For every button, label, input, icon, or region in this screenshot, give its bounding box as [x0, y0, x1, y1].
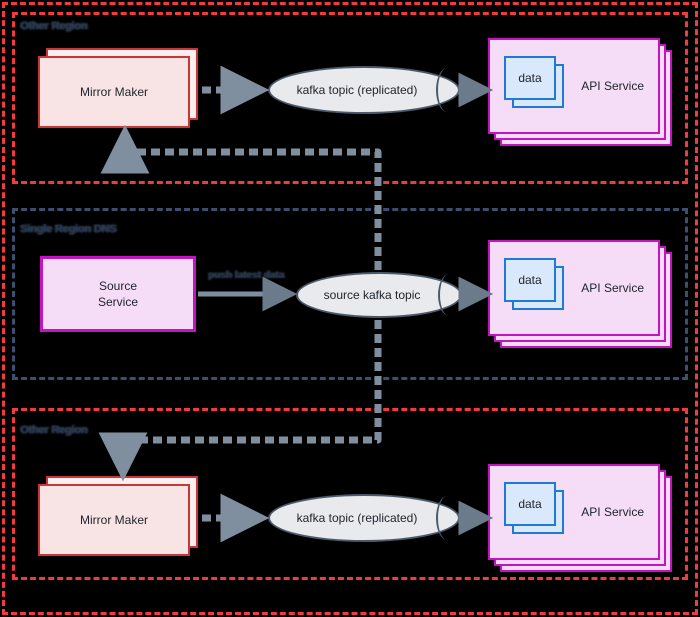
data-box-middle-front: data	[504, 258, 556, 302]
api-service-middle-front: data API Service	[488, 240, 660, 336]
region-middle-label: Single Region DNS	[20, 223, 117, 235]
source-service-label-line2: Service	[97, 295, 138, 309]
mirror-maker-top[interactable]: Mirror Maker	[38, 48, 200, 130]
kafka-topic-bottom-label: kafka topic (replicated)	[296, 511, 418, 525]
data-box-top-label: data	[518, 71, 542, 85]
source-service-label-line1: Source	[98, 278, 137, 293]
api-service-bottom-front: data API Service	[488, 464, 660, 560]
api-service-bottom[interactable]: data API Service	[488, 464, 674, 574]
mirror-maker-bottom-front: Mirror Maker	[38, 484, 190, 556]
source-kafka-topic[interactable]: source kafka topic	[296, 272, 462, 318]
source-kafka-topic-label: source kafka topic	[323, 288, 421, 302]
region-top-label: Other Region	[20, 20, 88, 32]
data-box-bottom-front: data	[504, 482, 556, 526]
mirror-maker-top-label: Mirror Maker	[80, 85, 148, 99]
api-service-middle[interactable]: data API Service	[488, 240, 674, 350]
api-service-middle-label: API Service	[581, 281, 644, 295]
mirror-maker-bottom[interactable]: Mirror Maker	[38, 476, 200, 558]
api-service-top[interactable]: data API Service	[488, 38, 674, 148]
kafka-topic-bottom[interactable]: kafka topic (replicated)	[268, 494, 460, 542]
mirror-maker-bottom-label: Mirror Maker	[80, 513, 148, 527]
region-bottom-label: Other Region	[20, 424, 88, 436]
data-box-bottom-label: data	[518, 497, 542, 511]
data-box-top-front: data	[504, 56, 556, 100]
edge-label-push-latest-data: push latest data	[208, 270, 285, 281]
kafka-topic-top-label: kafka topic (replicated)	[296, 83, 418, 97]
data-box-middle-label: data	[518, 273, 542, 287]
source-kafka-topic-body	[296, 272, 462, 318]
mirror-maker-top-front: Mirror Maker	[38, 56, 190, 128]
api-service-top-label: API Service	[581, 79, 644, 93]
kafka-topic-top[interactable]: kafka topic (replicated)	[268, 66, 460, 114]
api-service-bottom-label: API Service	[581, 505, 644, 519]
api-service-top-front: data API Service	[488, 38, 660, 134]
